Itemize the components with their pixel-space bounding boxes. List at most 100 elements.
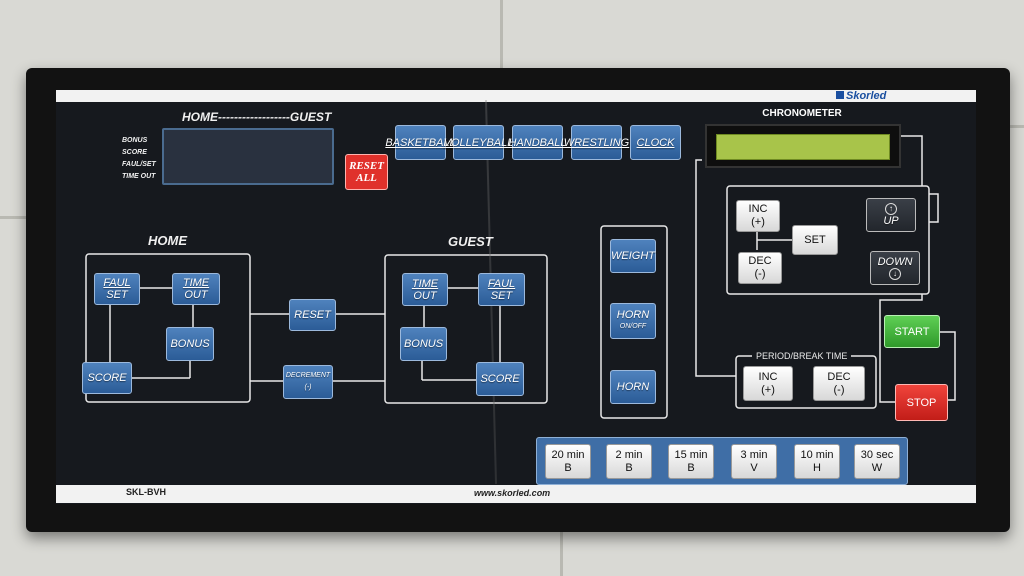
btn-label: B: [564, 461, 572, 474]
btn-label: (-): [833, 383, 845, 396]
stop-button[interactable]: STOP: [895, 384, 948, 421]
mode-wrestling-button[interactable]: WRESTLING: [564, 125, 629, 160]
display-label-faul-set: FAUL/SET: [122, 161, 156, 168]
mode-label: HANDBALL: [508, 136, 567, 149]
bottom-strip: [56, 485, 976, 503]
btn-label: 2 min: [615, 448, 643, 461]
btn-label: RESET: [294, 309, 331, 321]
model-number: SKL-BVH: [126, 487, 166, 497]
guest-score-button[interactable]: SCORE: [476, 362, 524, 396]
period-inc-button[interactable]: INC (+): [743, 366, 793, 401]
btn-label: 15 min: [674, 448, 708, 461]
home-time-out-button[interactable]: TIME OUT: [172, 273, 220, 305]
floor-tile-seam: [560, 525, 563, 576]
home-bonus-button[interactable]: BONUS: [166, 327, 214, 361]
btn-label: SET: [106, 289, 128, 301]
score-display-screen: [162, 128, 334, 185]
chronometer-lcd: [716, 134, 890, 160]
weight-button[interactable]: WEIGHT: [610, 239, 656, 273]
btn-label: DEC: [827, 370, 851, 383]
guest-section-title: GUEST: [448, 234, 493, 249]
mode-handball-button[interactable]: HANDBALL: [508, 125, 567, 160]
brand-logo: Skorled: [836, 90, 886, 102]
btn-label: W: [871, 461, 883, 474]
reset-all-button[interactable]: RESET ALL: [345, 154, 388, 190]
btn-label: B: [625, 461, 633, 474]
reset-all-label-2: ALL: [356, 172, 377, 184]
home-score-button[interactable]: SCORE: [82, 362, 132, 394]
btn-label: INC: [758, 370, 778, 383]
btn-label: SCORE: [87, 372, 127, 384]
btn-label: (+): [761, 383, 775, 396]
home-faul-set-button[interactable]: FAUL SET: [94, 273, 140, 305]
btn-label: SET: [804, 233, 826, 246]
btn-label: (-): [754, 268, 766, 280]
btn-label: 10 min: [800, 448, 834, 461]
btn-label: TIME: [411, 277, 439, 290]
btn-label: BONUS: [403, 338, 444, 350]
down-button[interactable]: DOWN ↓: [870, 251, 920, 285]
btn-label: STOP: [906, 396, 937, 409]
reset-all-label-1: RESET: [349, 160, 384, 172]
btn-label: INC: [748, 203, 768, 215]
btn-label: V: [750, 461, 758, 474]
period-dec-button[interactable]: DEC (-): [813, 366, 865, 401]
start-button[interactable]: START: [884, 315, 940, 348]
btn-label: FAUL: [487, 277, 516, 290]
btn-label: 30 sec: [860, 448, 894, 461]
chronometer-title: CHRONOMETER: [762, 108, 842, 119]
btn-label: START: [894, 325, 930, 338]
mode-basketball-button[interactable]: BASKETBALL: [385, 125, 456, 160]
preset-time-tray: [536, 437, 908, 485]
guest-faul-set-button[interactable]: FAUL SET: [478, 273, 525, 306]
btn-label: TIME: [182, 277, 210, 289]
btn-label: OUT: [413, 289, 437, 302]
btn-label: H: [813, 461, 821, 474]
period-break-time-label: PERIOD/BREAK TIME: [752, 351, 852, 361]
display-label-bonus: BONUS: [122, 137, 148, 144]
mode-label: CLOCK: [636, 136, 675, 149]
mode-label: WRESTLING: [563, 136, 630, 149]
mode-volleyball-button[interactable]: VOLLEYBALL: [444, 125, 513, 160]
btn-label: UP: [883, 215, 899, 227]
mode-label: VOLLEYBALL: [443, 136, 514, 149]
up-button[interactable]: ↑ UP: [866, 198, 916, 232]
mode-label: BASKETBALL: [385, 136, 456, 149]
display-label-score: SCORE: [122, 149, 147, 156]
btn-label: SCORE: [480, 373, 520, 385]
website-url: www.skorled.com: [474, 488, 551, 498]
btn-label: (+): [751, 216, 765, 228]
mode-clock-button[interactable]: CLOCK: [630, 125, 681, 160]
btn-label: OUT: [184, 289, 208, 301]
top-strip: [56, 90, 976, 102]
home-guest-title: HOME------------------GUEST: [182, 110, 332, 124]
guest-bonus-button[interactable]: BONUS: [400, 327, 447, 361]
chrono-set-button[interactable]: SET: [792, 225, 838, 255]
chrono-inc-button[interactable]: INC (+): [736, 200, 780, 232]
btn-label: HORN: [616, 309, 650, 321]
decrement-button[interactable]: DECREMENT (-): [283, 365, 333, 399]
btn-label: 3 min: [740, 448, 768, 461]
chronometer-display: [705, 124, 901, 168]
btn-label: HORN: [616, 381, 650, 393]
guest-time-out-button[interactable]: TIME OUT: [402, 273, 448, 306]
btn-label: DEC: [748, 255, 772, 267]
chrono-dec-button[interactable]: DEC (-): [738, 252, 782, 284]
horn-on-off-button[interactable]: HORN ON/OFF: [610, 303, 656, 339]
arrow-down-icon: ↓: [889, 268, 901, 280]
btn-label: BONUS: [170, 338, 210, 350]
horn-button[interactable]: HORN: [610, 370, 656, 404]
reset-button[interactable]: RESET: [289, 299, 336, 331]
btn-label: DOWN: [877, 256, 913, 268]
btn-label: DECREMENT: [285, 372, 331, 379]
btn-label: FAUL: [103, 277, 131, 289]
home-section-title: HOME: [148, 233, 187, 248]
btn-label: B: [687, 461, 695, 474]
